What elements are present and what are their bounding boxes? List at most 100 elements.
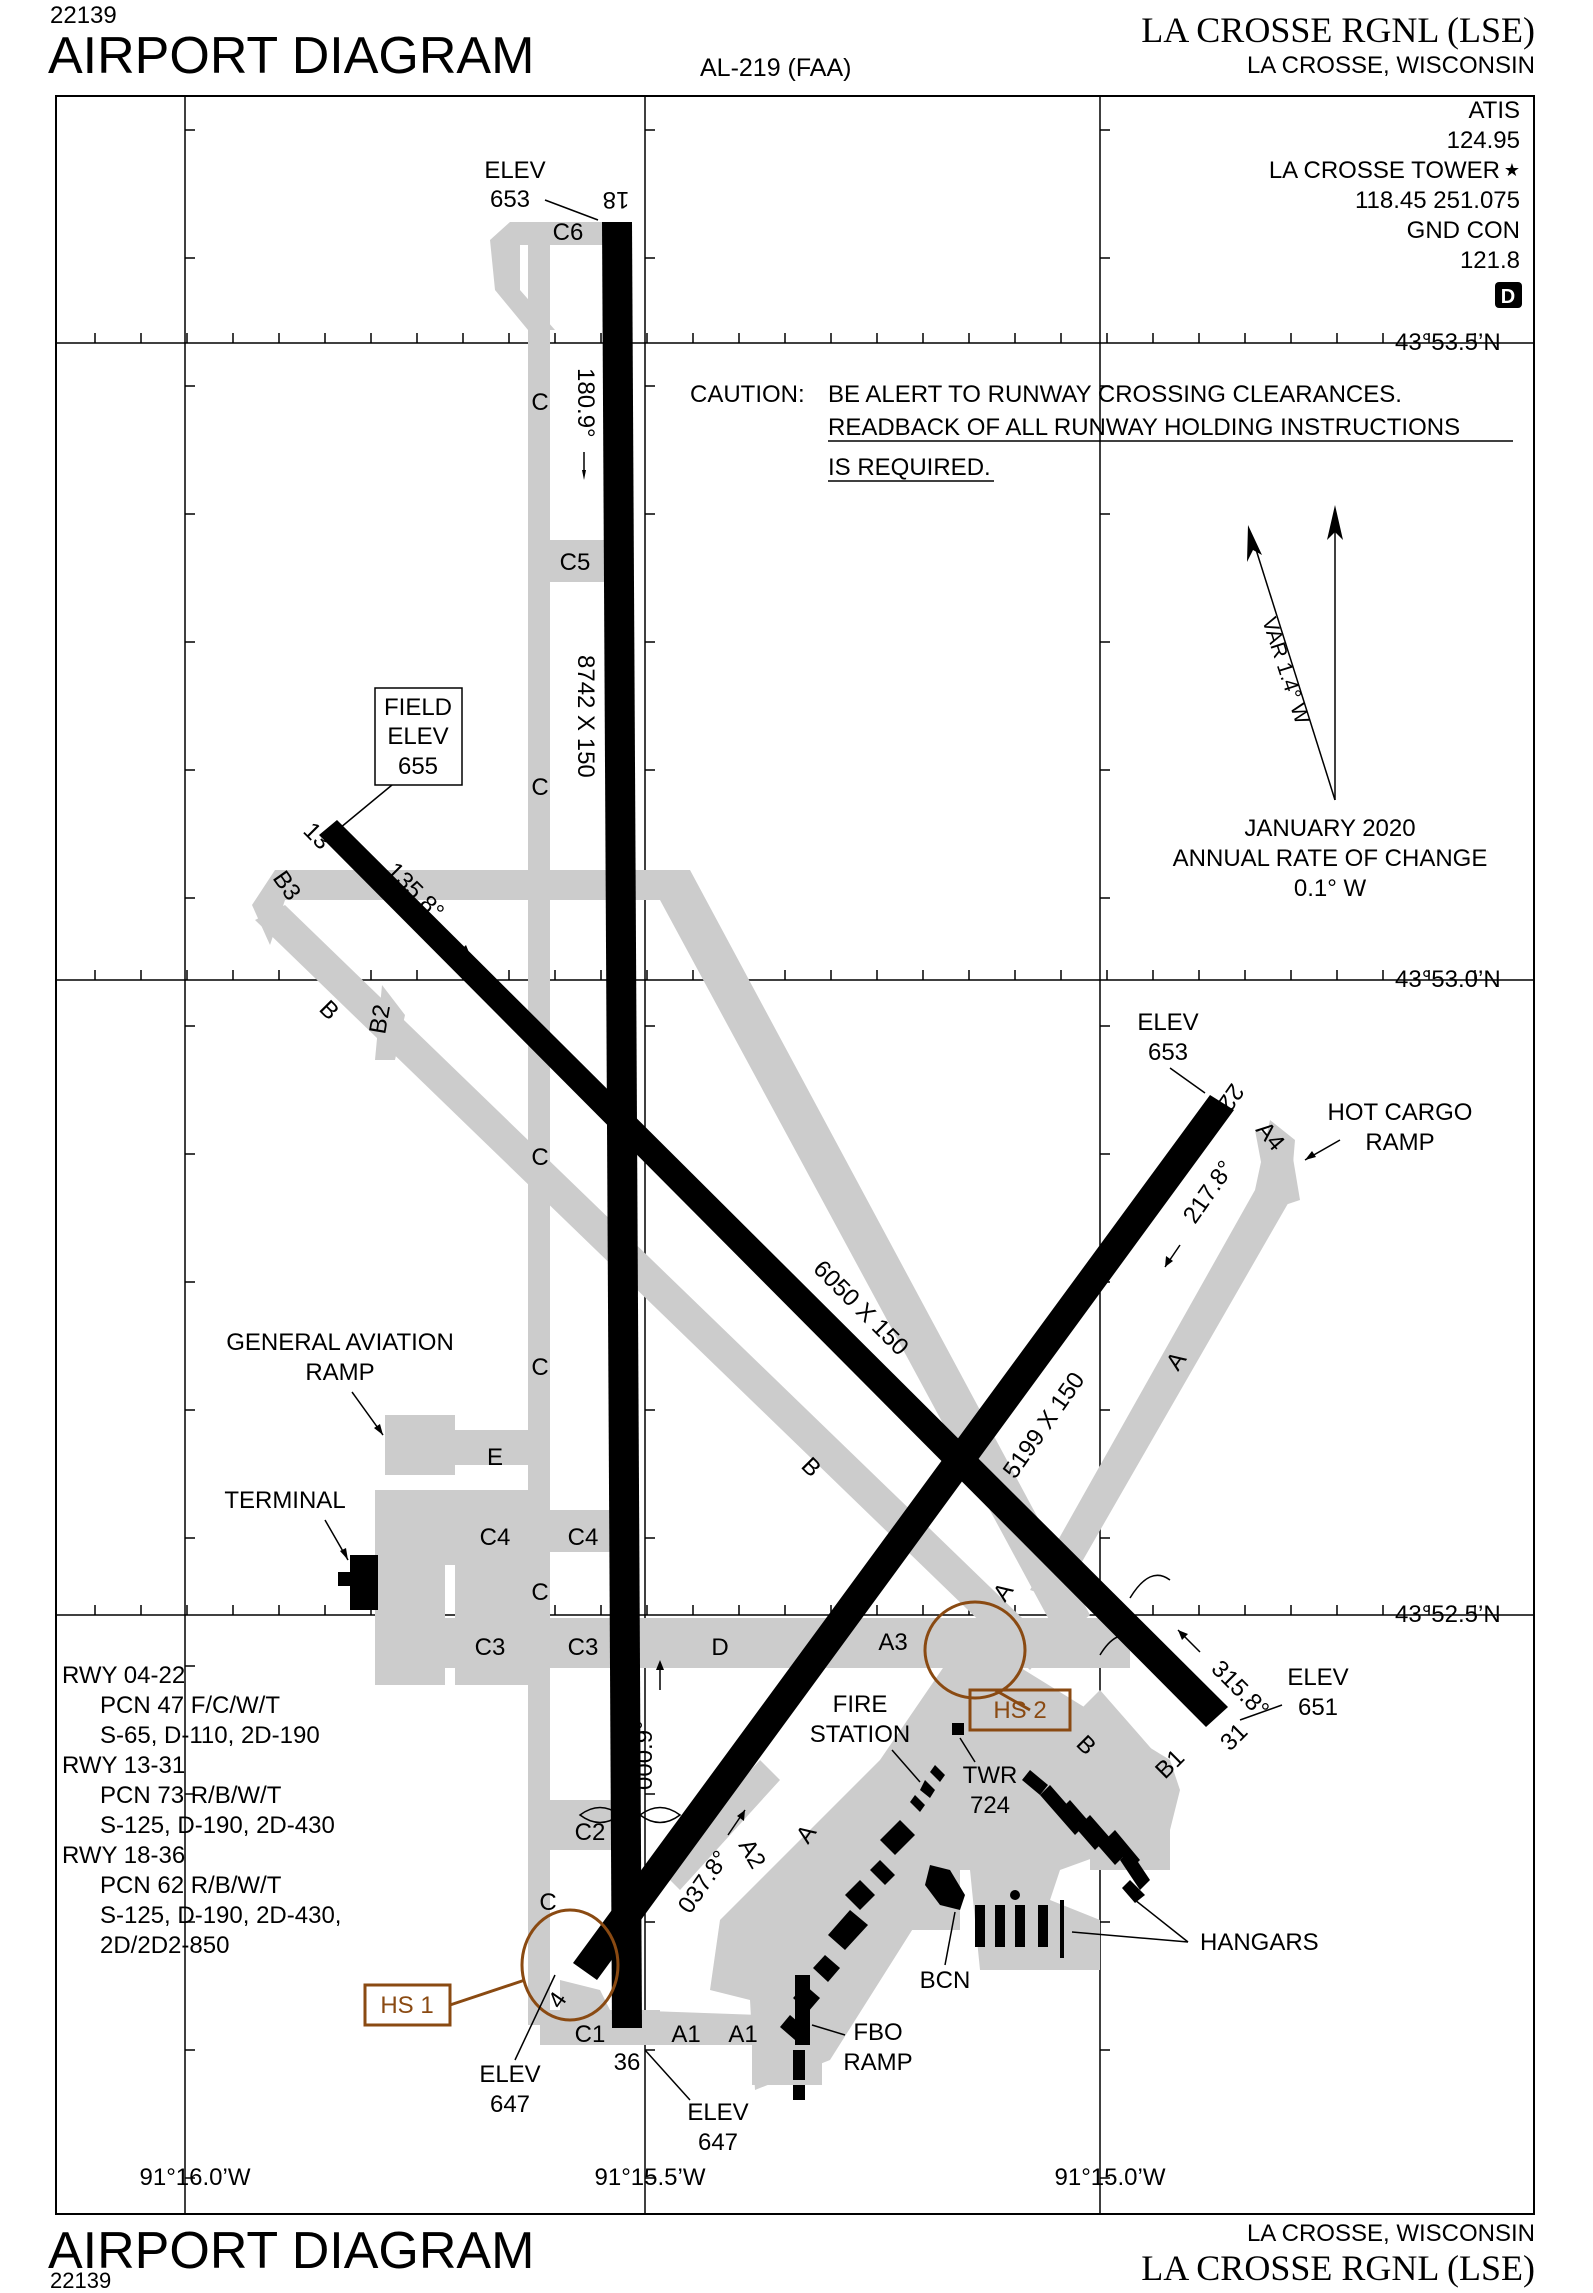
apron-building-2 (870, 1860, 895, 1885)
magnetic-rate: 0.1° W (1294, 875, 1367, 902)
apron-building-4 (828, 1910, 868, 1950)
ga-ramp-arrow-icon (374, 1424, 383, 1435)
taxiway-c5 (540, 540, 610, 582)
taxiway-label-c5: C5 (560, 549, 591, 576)
magnetic-variation: VAR 1.4° W (1257, 614, 1313, 727)
atis-label: ATIS (1468, 97, 1520, 124)
rwy-31-end: 31 (1215, 1718, 1253, 1756)
hotspot-hs1-circle (520, 1908, 620, 2022)
chart-title-bottom: AIRPORT DIAGRAM (48, 2222, 535, 2280)
hot-cargo-label-1: HOT CARGO (1328, 1099, 1473, 1126)
taxiway-e (455, 1430, 535, 1465)
hangar-6 (1120, 1850, 1150, 1890)
taxiway-label-d: D (711, 1634, 728, 1661)
fbo-ramp (752, 1940, 822, 2085)
tower-frequency: 118.45 251.075 (1355, 187, 1520, 214)
taxiway-label-c-2: C (531, 774, 548, 801)
taxiway-b (255, 905, 1050, 1670)
hangar-row-1 (975, 1905, 985, 1947)
tower-building (952, 1723, 964, 1735)
bridge-31-a (1129, 1574, 1171, 1599)
hangar-row-4 (1038, 1905, 1048, 1947)
rwy-36-elev-value: 647 (698, 2129, 738, 2156)
rwy-36-heading-arrow-icon (656, 1660, 664, 1670)
hangar-row-3 (1015, 1905, 1025, 1947)
hotspot-hs2-box (968, 1688, 1072, 1732)
apron-building-1 (880, 1820, 915, 1855)
rwy-info-18-36: RWY 18-36 (62, 1842, 185, 1869)
fire-station-building-3 (910, 1795, 925, 1812)
location-top: LA CROSSE, WISCONSIN (1246, 52, 1535, 79)
diagram-frame (55, 95, 1535, 2215)
bridge-c2 (578, 1806, 622, 1824)
rwy-18-36-dims: 8742 X 150 (572, 655, 599, 778)
apron-building-5 (813, 1955, 840, 1982)
taxiway-b2 (375, 985, 405, 1060)
taxiway-label-c-3: C (531, 1144, 548, 1171)
taxiway-label-a1-west: A1 (671, 2021, 700, 2048)
rwy-info-18-36-wt2: 2D/2D2-850 (100, 1932, 229, 1959)
chart-number-top: 22139 (50, 2, 117, 29)
buildings (338, 1555, 1150, 2100)
runway-04-22 (573, 1095, 1234, 1980)
rwy-22-heading-arrow-icon (1165, 1256, 1173, 1267)
bridges (578, 1574, 1171, 1824)
fbo-label-2: RAMP (843, 2049, 912, 2076)
rwy-31-elev-leader (1239, 1704, 1283, 1721)
north-arrows (1252, 525, 1336, 801)
field-elev-line1: FIELD (384, 694, 452, 721)
rwy-18-heading-arrow-icon (582, 470, 586, 480)
hangars-leader-2 (1134, 1899, 1189, 1943)
rwy-info-13-31-pcn: PCN 73 R/B/W/T (100, 1782, 282, 1809)
taxiway-label-c3-west: C3 (475, 1634, 506, 1661)
terminal-building (350, 1555, 378, 1610)
procedure-id: AL-219 (FAA) (700, 54, 852, 82)
hangar-1 (1022, 1770, 1048, 1795)
taxiway-a (1030, 1120, 1295, 1600)
true-north-arrow-icon (1327, 505, 1343, 540)
hot-cargo-label-2: RAMP (1365, 1129, 1434, 1156)
gnd-frequency: 121.8 (1460, 247, 1520, 274)
taxiway-surfaces (252, 222, 1300, 2090)
rwy-18-heading: 180.9° (572, 368, 599, 438)
rwy-info-13-31-wt: S-125, D-190, 2D-430 (100, 1812, 335, 1839)
hangar-row-5 (1060, 1900, 1064, 1958)
beacon-dot (1010, 1890, 1020, 1900)
rwy-31-elev-label: ELEV (1287, 1664, 1348, 1691)
chart-number-bottom: 22139 (50, 2268, 112, 2293)
fbo-label-1: FBO (853, 2019, 902, 2046)
tower-leader (959, 1737, 976, 1763)
lat-label-2: 43°53.0’N (1395, 966, 1501, 993)
rwy-13-end: 13 (298, 817, 336, 855)
star-icon: ★ (1504, 160, 1520, 181)
terminal-building-wing (338, 1572, 352, 1586)
tower-label-map: TWR (963, 1762, 1018, 1789)
airport-name-top: LA CROSSE RGNL (LSE) (1141, 10, 1535, 50)
bridge-d2 (638, 1806, 682, 1824)
bcn-leader (944, 1911, 956, 1966)
taxiway-c4-west (455, 1545, 540, 1565)
airspace-class-badge (1495, 282, 1522, 308)
apron-building-3 (845, 1880, 875, 1910)
rwy-info-13-31: RWY 13-31 (62, 1752, 185, 1779)
taxiway-b1 (1080, 1690, 1170, 1790)
magnetic-date: JANUARY 2020 (1244, 815, 1415, 842)
chart-title-top: AIRPORT DIAGRAM (48, 27, 535, 85)
taxiway-label-c-5: C (531, 1579, 548, 1606)
rwy-info-04-22-pcn: PCN 47 F/C/W/T (100, 1692, 280, 1719)
ga-ramp-label-2: RAMP (305, 1359, 374, 1386)
caution-line3: IS REQUIRED. (828, 454, 991, 481)
magnetic-north-arrow-icon (1247, 525, 1262, 562)
rwy-info-18-36-pcn: PCN 62 R/B/W/T (100, 1872, 282, 1899)
fbo-building-2 (793, 2050, 805, 2080)
lon-label-3: 91°15.0’W (1055, 2164, 1166, 2191)
taxiway-label-c4-east: C4 (568, 1524, 599, 1551)
taxiway-label-c6: C6 (553, 219, 584, 246)
rwy-info-18-36-wt: S-125, D-190, 2D-430, (100, 1902, 341, 1929)
rwy-info-04-22: RWY 04-22 (62, 1662, 185, 1689)
taxiway-label-a3: A3 (878, 1629, 907, 1656)
lon-label-2: 91°15.5’W (595, 2164, 706, 2191)
runway-13-threshold-dot (312, 841, 320, 849)
terminal-apron (375, 1490, 540, 1685)
